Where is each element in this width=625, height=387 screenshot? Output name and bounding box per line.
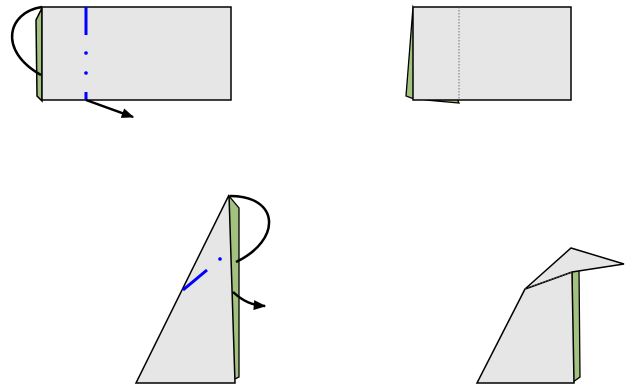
step3-swing-curve <box>229 194 271 264</box>
step3-fold-dot <box>218 257 222 261</box>
step-3 <box>134 194 271 384</box>
step1-swing-curve <box>11 5 43 77</box>
step-2 <box>405 4 572 104</box>
step-1 <box>11 5 232 119</box>
step1-fold-line <box>84 7 88 100</box>
step1-paper <box>41 6 232 101</box>
step2-paper <box>412 6 572 101</box>
step-4 <box>475 247 625 384</box>
step3-fold-line <box>182 268 208 292</box>
step1-arrow <box>85 98 135 119</box>
step4-crease <box>524 271 573 290</box>
step1-back-flap <box>35 7 43 103</box>
step3-arrow <box>232 291 267 311</box>
